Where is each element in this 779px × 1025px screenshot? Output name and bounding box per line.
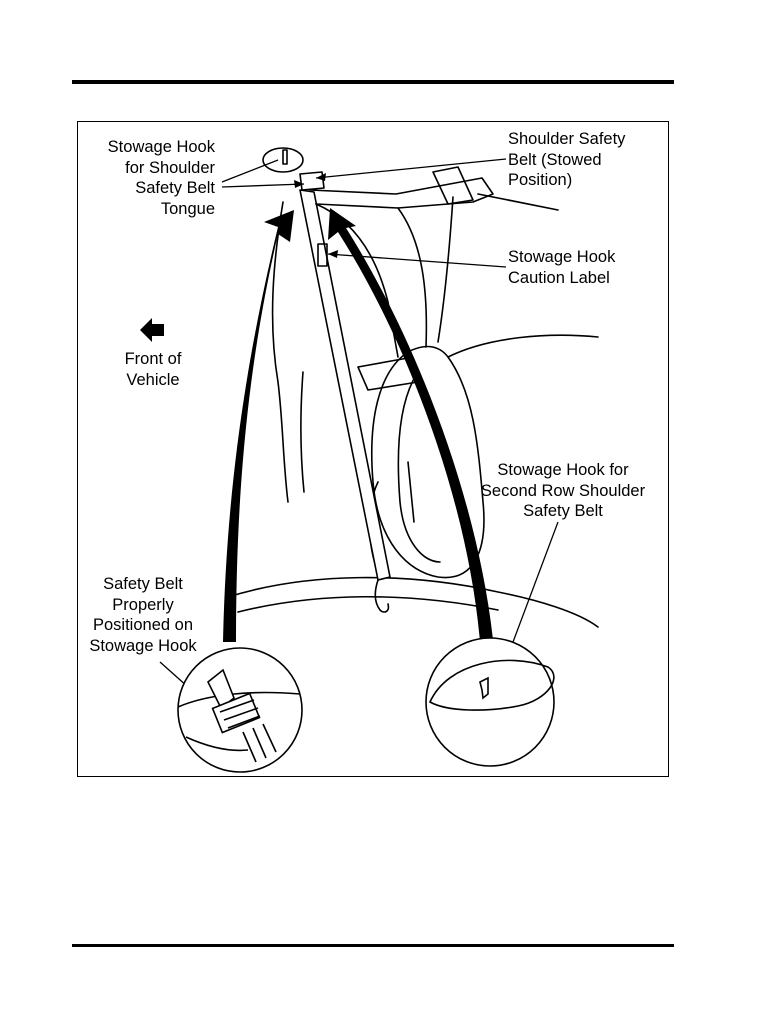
- label-front-of-vehicle: Front of Vehicle: [98, 349, 208, 390]
- seat-back-inner: [398, 372, 440, 562]
- left-arrow-icon: [140, 318, 164, 342]
- belt-tongue: [300, 172, 324, 190]
- leader-stowage-hook: [222, 160, 278, 182]
- seatbelt-stowage-figure: Stowage Hook for Shoulder Safety Belt To…: [77, 121, 669, 777]
- seat-cushion-front: [238, 597, 498, 612]
- top-rule: [72, 80, 674, 84]
- leader-tongue: [222, 184, 304, 187]
- seat-stitch: [408, 462, 414, 522]
- label-second-row-hook: Stowage Hook for Second Row Shoulder Saf…: [458, 460, 668, 522]
- roof-edge: [478, 194, 558, 210]
- label-caution: Stowage Hook Caution Label: [508, 247, 668, 288]
- label-shoulder-belt-stowed: Shoulder Safety Belt (Stowed Position): [508, 129, 668, 191]
- seatbelt-illustration: [78, 122, 670, 778]
- lower-buckle: [375, 580, 388, 612]
- belt-webbing: [300, 190, 390, 580]
- upper-hook: [283, 150, 287, 164]
- leader-shoulder-belt: [316, 159, 506, 178]
- roof-line: [448, 335, 598, 357]
- label-stowage-hook-tongue: Stowage Hook for Shoulder Safety Belt To…: [78, 137, 215, 219]
- leader-caution: [328, 254, 506, 267]
- label-properly-positioned: Safety Belt Properly Positioned on Stowa…: [78, 574, 208, 656]
- arrow-left-to-hook: [223, 210, 294, 642]
- trim-line: [301, 372, 304, 492]
- bottom-rule: [72, 944, 674, 947]
- inset-circle-right: [426, 638, 554, 766]
- pillar-mid: [398, 208, 426, 347]
- pillar-right: [438, 197, 453, 342]
